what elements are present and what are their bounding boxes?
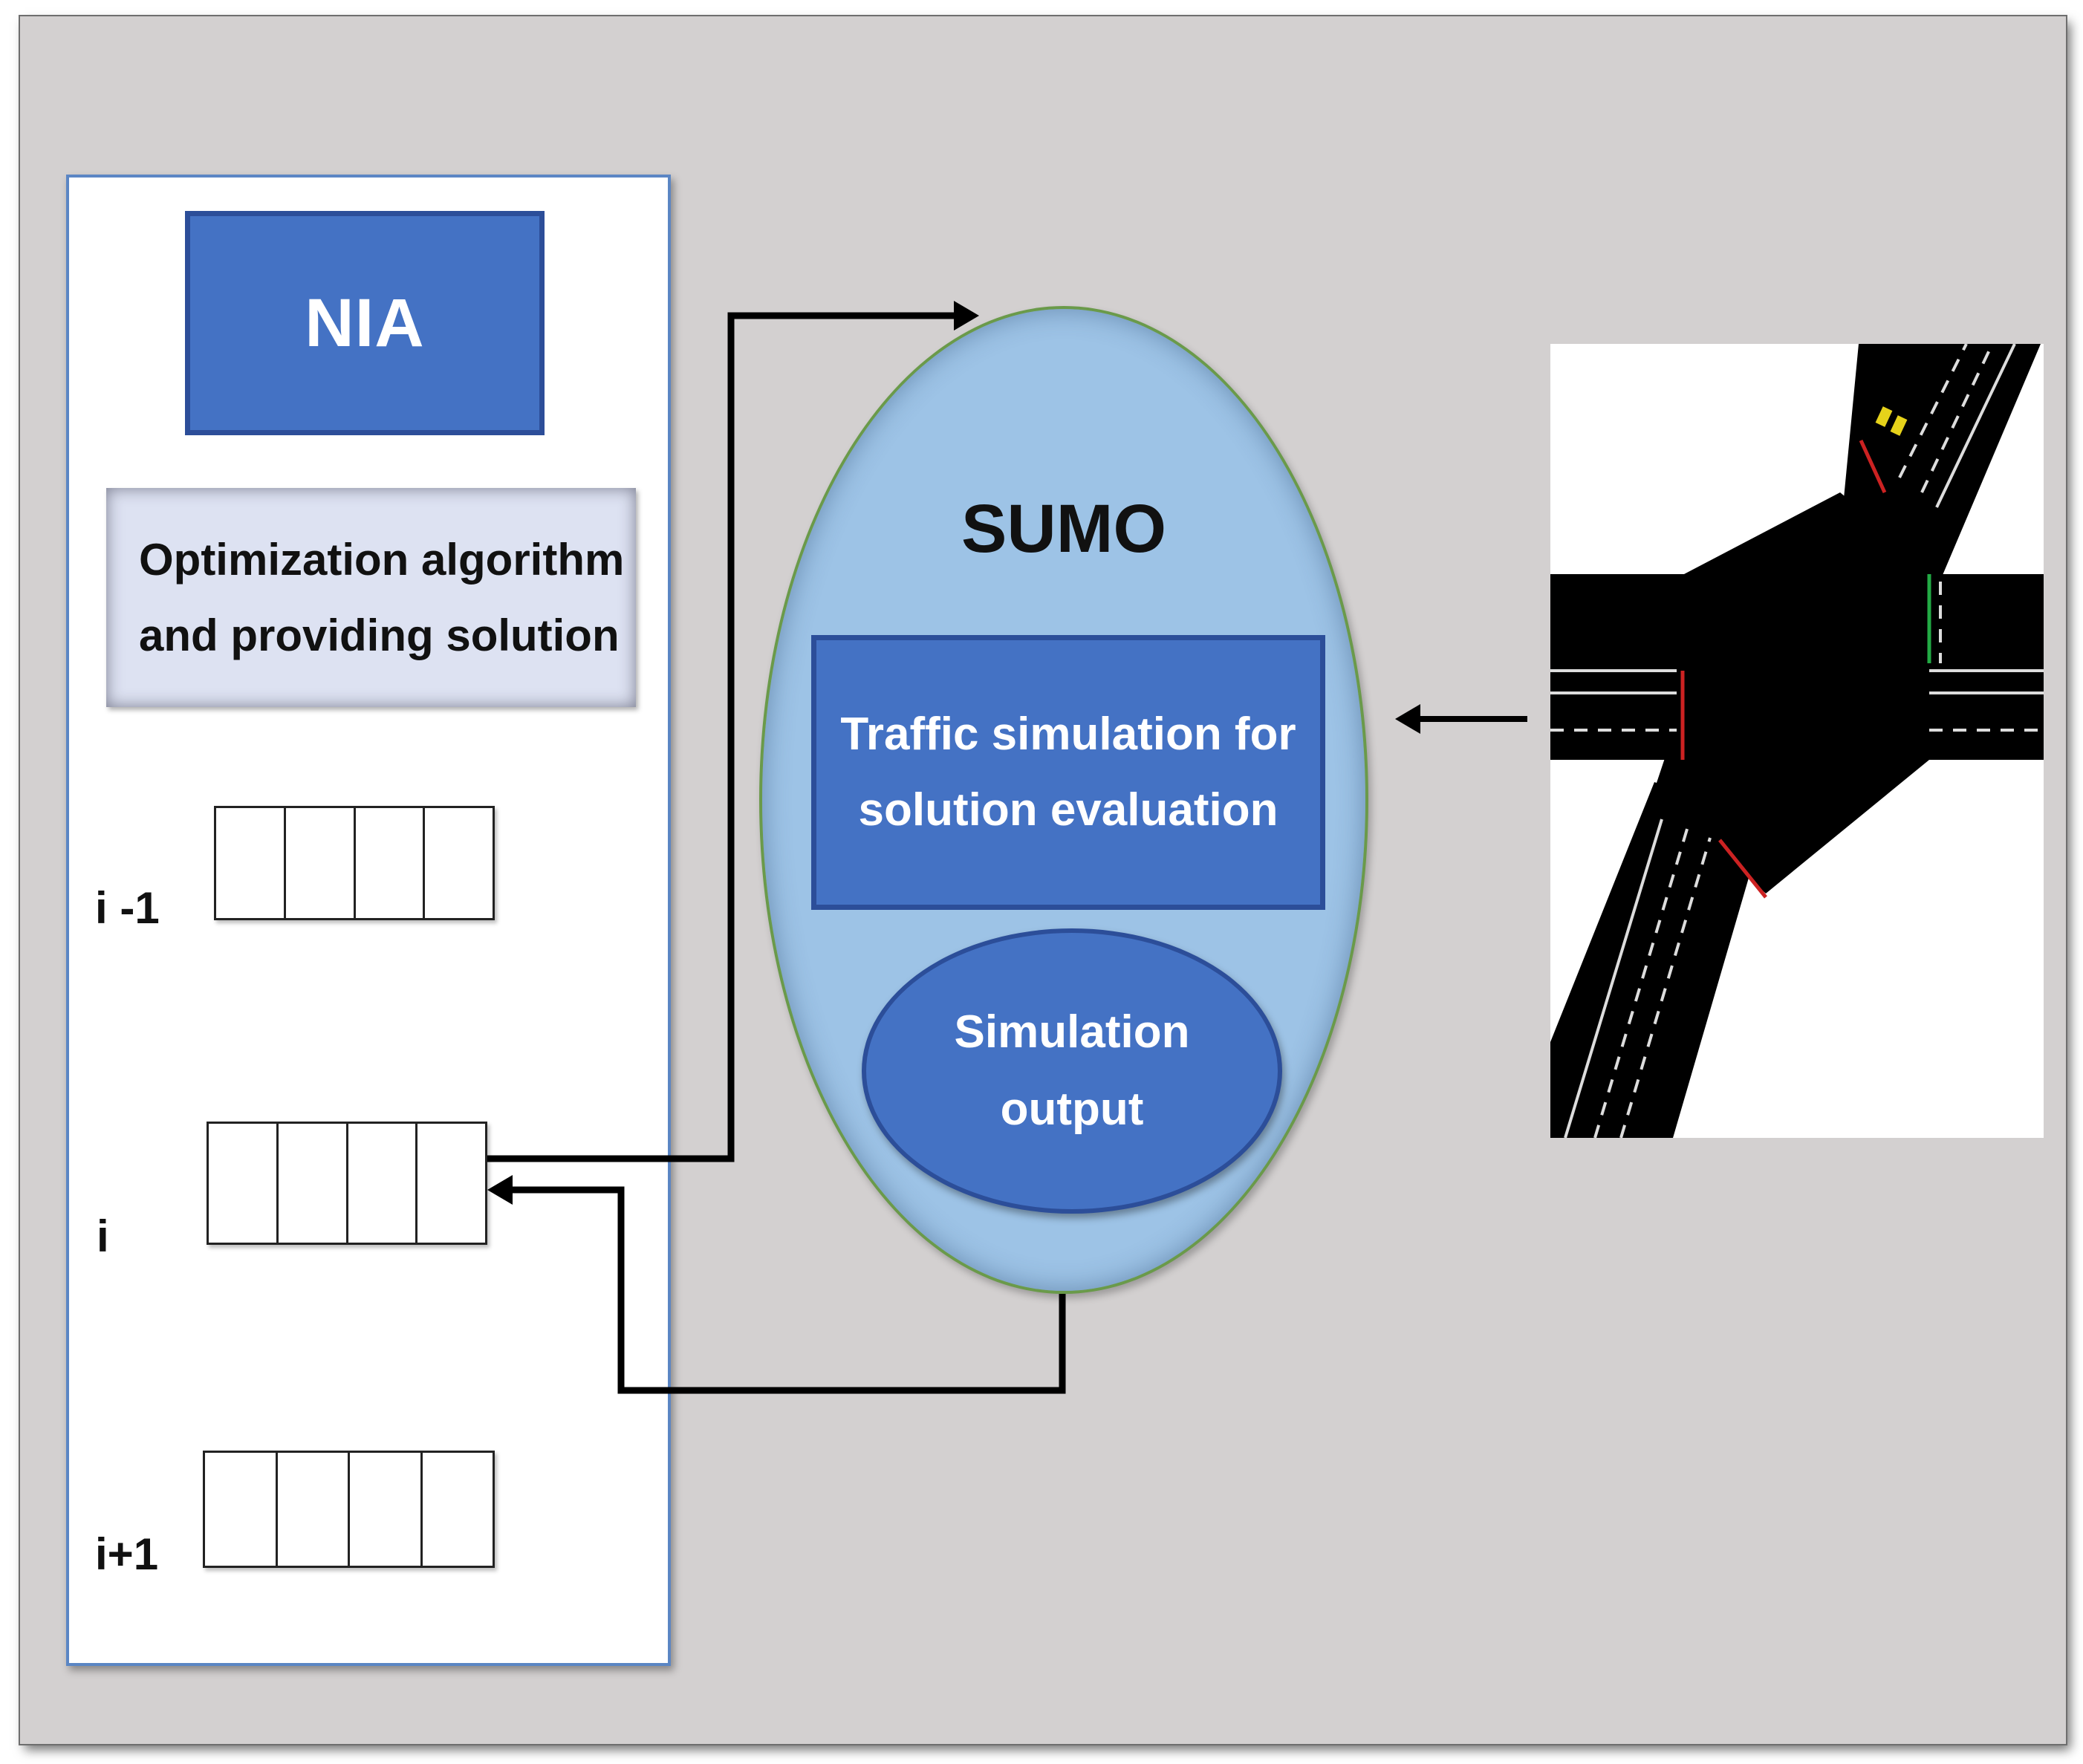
arrow-to-sumo [487, 312, 958, 1162]
traffic-simulation-box: Traffic simulation for solution evaluati… [811, 635, 1325, 910]
solution-label-current: i [97, 1211, 109, 1261]
solution-array-next [203, 1451, 495, 1568]
output-line-2: output [1000, 1084, 1144, 1135]
nia-label: NIA [305, 284, 425, 361]
solution-array-prev [214, 806, 495, 920]
arrowhead-from-sumo [487, 1175, 513, 1205]
solution-label-next: i+1 [95, 1529, 159, 1579]
solution-cell [279, 1124, 348, 1243]
arrowhead-from-intersection [1395, 704, 1420, 734]
road-intersection-image [1550, 344, 2044, 1138]
solution-cell [356, 808, 426, 918]
solution-cell [278, 1453, 350, 1566]
solution-cell [350, 1453, 423, 1566]
optimization-line-2: and providing solution [139, 610, 620, 660]
solution-cell [286, 808, 356, 918]
solution-label-prev: i -1 [95, 883, 160, 933]
traffic-line-1: Traffic simulation for [840, 709, 1296, 760]
traffic-line-2: solution evaluation [858, 784, 1278, 836]
solution-array-current [207, 1122, 487, 1245]
optimization-line-1: Optimization algorithm [139, 534, 625, 585]
solution-cell [205, 1453, 278, 1566]
solution-cell [216, 808, 286, 918]
simulation-output-ellipse: Simulation output [862, 928, 1282, 1214]
sumo-title: SUMO [961, 491, 1166, 567]
nia-box: NIA [185, 211, 545, 435]
arrowhead-to-sumo [954, 301, 979, 331]
optimization-description-box: Optimization algorithm and providing sol… [106, 488, 636, 707]
output-line-1: Simulation [954, 1006, 1190, 1058]
solution-cell [348, 1124, 418, 1243]
solution-cell [209, 1124, 279, 1243]
arrow-from-sumo [513, 1186, 1066, 1394]
